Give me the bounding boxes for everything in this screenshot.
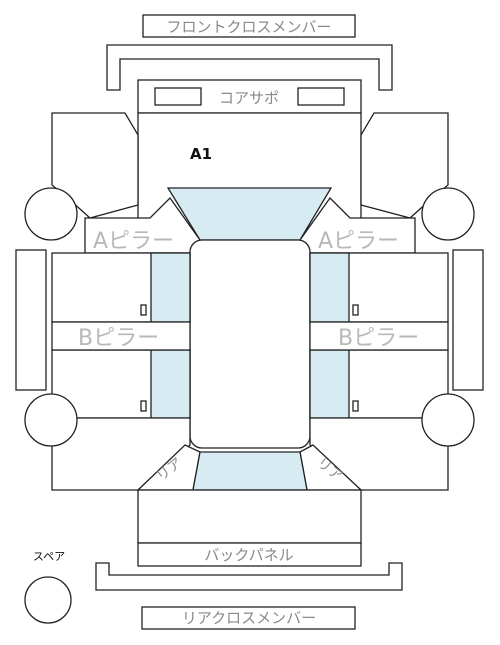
rear-left-wheel[interactable]	[24, 393, 78, 447]
rear-cross-member-box[interactable]	[141, 606, 356, 630]
right-front-window[interactable]	[309, 252, 350, 323]
right-rear-window[interactable]	[309, 349, 350, 419]
spare-tire[interactable]	[24, 576, 72, 624]
core-support-label: コアサポ	[219, 89, 279, 107]
area-marker-a1: A1	[190, 145, 212, 163]
front-bumper[interactable]	[106, 44, 393, 91]
roof[interactable]	[189, 239, 311, 449]
spare-label: スペア	[33, 550, 65, 563]
right-headlight[interactable]	[297, 87, 345, 106]
front-cross-member-box[interactable]	[142, 14, 356, 38]
left-b-pillar-label: Bピラー	[78, 326, 159, 351]
front-cross-member-label: フロントクロスメンバー	[166, 18, 331, 36]
right-side-skirt[interactable]	[452, 249, 484, 391]
back-panel[interactable]	[137, 542, 362, 567]
front-left-wheel[interactable]	[24, 187, 78, 241]
left-b-pillar[interactable]	[51, 321, 191, 351]
front-right-wheel[interactable]	[421, 187, 475, 241]
right-rear-handle[interactable]	[352, 400, 359, 412]
trunk-lid[interactable]	[137, 489, 362, 544]
left-front-window[interactable]	[150, 252, 191, 323]
right-b-pillar[interactable]	[309, 321, 449, 351]
left-rear-handle[interactable]	[140, 400, 147, 412]
left-side-skirt[interactable]	[15, 249, 47, 391]
rear-bumper[interactable]	[95, 562, 403, 591]
left-a-pillar-label: Aピラー	[93, 229, 174, 254]
left-front-fender[interactable]	[51, 112, 139, 219]
back-panel-label: バックパネル	[204, 546, 293, 564]
rear-cross-member-label: リアクロスメンバー	[182, 609, 316, 627]
left-rear-window[interactable]	[150, 349, 191, 419]
right-a-pillar-label: Aピラー	[318, 229, 399, 254]
right-b-pillar-label: Bピラー	[338, 326, 419, 351]
rear-window[interactable]	[192, 451, 308, 491]
right-front-handle[interactable]	[352, 304, 359, 316]
left-front-handle[interactable]	[140, 304, 147, 316]
right-front-fender[interactable]	[360, 112, 449, 219]
left-headlight[interactable]	[154, 87, 202, 106]
rear-right-wheel[interactable]	[421, 393, 475, 447]
